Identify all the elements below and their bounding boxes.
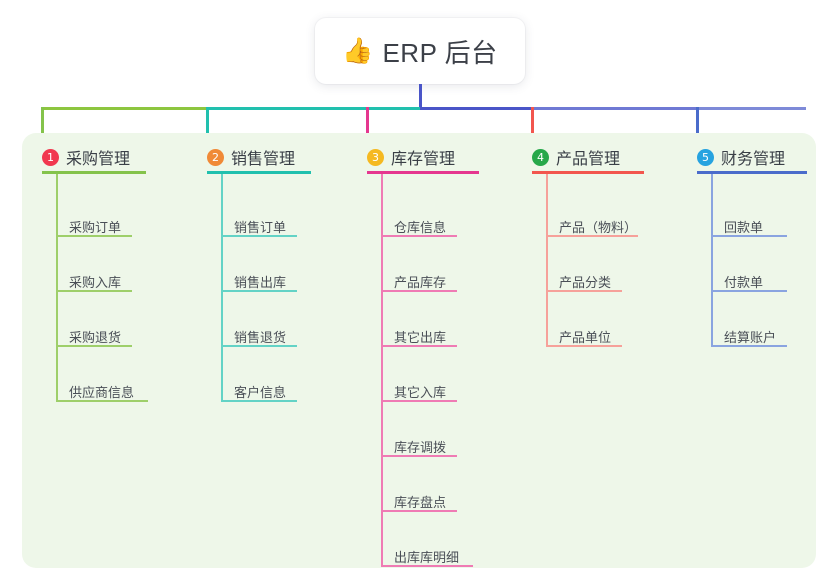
leaf-item-label: 结算账户: [724, 330, 777, 345]
leaf-item-underline: [56, 235, 132, 237]
connector-segment: [532, 107, 699, 110]
branch-number-badge: 3: [367, 148, 384, 166]
leaf-item-underline: [546, 235, 638, 237]
leaf-item-label: 其它出库: [394, 330, 447, 345]
branch-header[interactable]: 1 采购管理: [42, 145, 130, 169]
leaf-item-label: 销售退货: [234, 330, 287, 345]
branch-header[interactable]: 4 产品管理: [532, 145, 620, 169]
leaf-item-underline: [221, 290, 297, 292]
page-title: ERP 后台: [382, 37, 498, 68]
leaf-item-underline: [221, 235, 297, 237]
connector-branch-stem: [366, 107, 369, 145]
branch-number-badge: 1: [42, 148, 59, 166]
branch-title: 销售管理: [231, 151, 296, 168]
leaf-item-underline: [56, 290, 132, 292]
leaf-item-underline: [221, 400, 297, 402]
branch-header[interactable]: 2 销售管理: [207, 145, 295, 169]
leaf-item-underline: [56, 400, 148, 402]
connector-segment: [420, 107, 534, 110]
branch-spine: [381, 174, 383, 565]
branch-number-badge: 5: [697, 148, 714, 166]
leaf-item-underline: [546, 345, 622, 347]
root-node-content: 👍 ERP 后台: [342, 33, 497, 70]
leaf-item-underline: [381, 345, 457, 347]
connector-root-stem: [419, 84, 422, 110]
branches-panel: 1 采购管理采购订单采购入库采购退货供应商信息 2 销售管理销售订单销售出库销售退货客…: [22, 133, 816, 568]
leaf-item-label: 其它入库: [394, 385, 447, 400]
leaf-item-label: 仓库信息: [394, 220, 447, 235]
leaf-item-underline: [381, 455, 457, 457]
branch-number-badge: 4: [532, 148, 549, 166]
branch-title: 财务管理: [721, 151, 786, 168]
branch-number-badge: 2: [207, 148, 224, 166]
leaf-item-label: 产品（物料）: [559, 220, 638, 235]
leaf-item-label: 客户信息: [234, 385, 287, 400]
branch-header[interactable]: 3 库存管理: [367, 145, 455, 169]
leaf-item-underline: [711, 290, 787, 292]
leaf-item-underline: [381, 510, 457, 512]
leaf-item-underline: [56, 345, 132, 347]
connector-branch-stem: [206, 107, 209, 145]
branch-underline: [697, 171, 807, 174]
leaf-item-label: 产品单位: [559, 330, 612, 345]
leaf-item-label: 产品分类: [559, 275, 612, 290]
leaf-item-label: 销售出库: [234, 275, 287, 290]
leaf-item-label: 付款单: [724, 275, 764, 290]
branch-spine: [221, 174, 223, 400]
leaf-item-label: 库存盘点: [394, 495, 447, 510]
branch-title: 采购管理: [66, 151, 131, 168]
branch-spine: [56, 174, 58, 400]
connector-segment: [207, 107, 422, 110]
leaf-item-label: 销售订单: [234, 220, 287, 235]
leaf-item-label: 采购退货: [69, 330, 122, 345]
branch-title: 产品管理: [556, 151, 621, 168]
leaf-item-underline: [381, 235, 457, 237]
leaf-item-underline: [711, 345, 787, 347]
branch-header[interactable]: 5 财务管理: [697, 145, 785, 169]
leaf-item-underline: [381, 565, 473, 567]
connector-segment: [697, 107, 806, 110]
leaf-item-underline: [221, 345, 297, 347]
thumbs-up-icon: 👍: [342, 36, 374, 65]
branch-underline: [42, 171, 146, 174]
branch-underline: [367, 171, 479, 174]
leaf-item-label: 供应商信息: [69, 385, 135, 400]
connector-branch-stem: [696, 107, 699, 145]
root-node-card[interactable]: 👍 ERP 后台: [315, 18, 525, 84]
branch-spine: [546, 174, 548, 345]
connector-branch-stem: [531, 107, 534, 145]
connector-branch-stem: [41, 107, 44, 145]
leaf-item-label: 出库库明细: [394, 550, 460, 565]
leaf-item-underline: [381, 400, 457, 402]
branch-title: 库存管理: [391, 151, 456, 168]
leaf-item-label: 采购订单: [69, 220, 122, 235]
leaf-item-label: 采购入库: [69, 275, 122, 290]
branch-underline: [532, 171, 644, 174]
connector-segment: [42, 107, 209, 110]
branch-underline: [207, 171, 311, 174]
leaf-item-underline: [711, 235, 787, 237]
leaf-item-label: 库存调拨: [394, 440, 447, 455]
leaf-item-underline: [381, 290, 457, 292]
branch-spine: [711, 174, 713, 345]
leaf-item-underline: [546, 290, 622, 292]
leaf-item-label: 产品库存: [394, 275, 447, 290]
leaf-item-label: 回款单: [724, 220, 764, 235]
